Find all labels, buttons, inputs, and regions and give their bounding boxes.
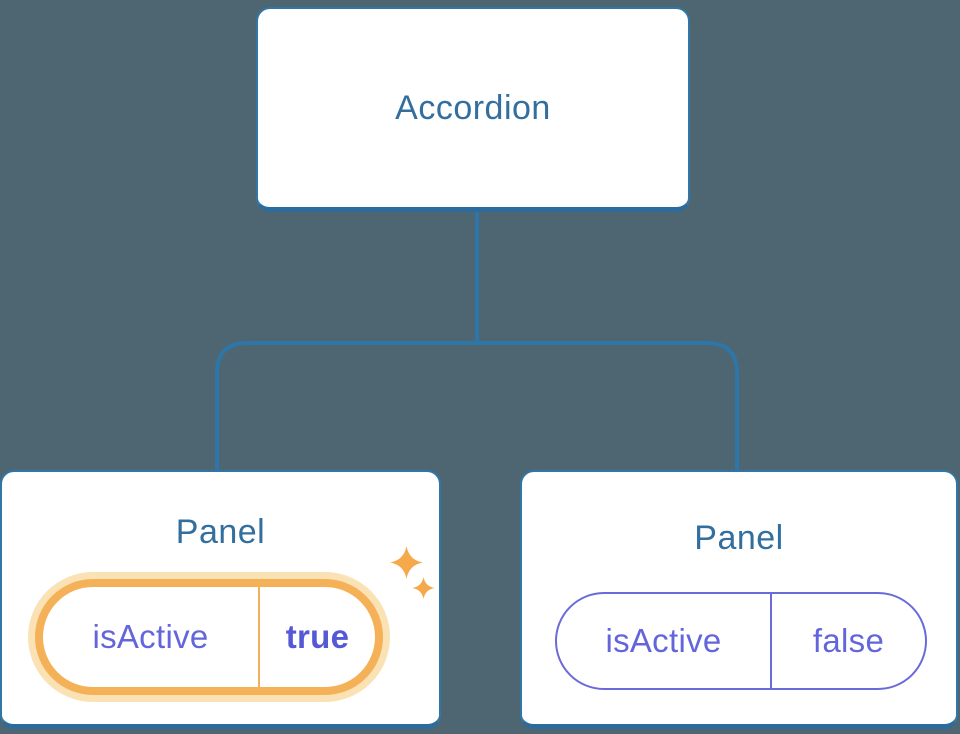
state-pill-inactive: isActive false: [555, 592, 927, 690]
state-pill-active: isActive true: [35, 579, 383, 695]
state-value: false: [812, 622, 885, 659]
accordion-node: Accordion: [256, 7, 690, 212]
state-name: isActive: [605, 622, 722, 659]
pill-divider: [770, 594, 772, 688]
panel-title: Panel: [694, 519, 784, 557]
sparkle-large-icon: [390, 546, 423, 579]
panel-node-inactive: Panel isActive false: [520, 470, 958, 729]
pill-divider: [258, 587, 260, 687]
state-name: isActive: [92, 618, 209, 655]
sparkle-small-icon: [412, 577, 435, 599]
accordion-label: Accordion: [395, 88, 551, 127]
panel-title: Panel: [175, 513, 266, 551]
state-value: true: [285, 618, 350, 655]
panel-node-active: Panel isActive true: [0, 470, 441, 729]
